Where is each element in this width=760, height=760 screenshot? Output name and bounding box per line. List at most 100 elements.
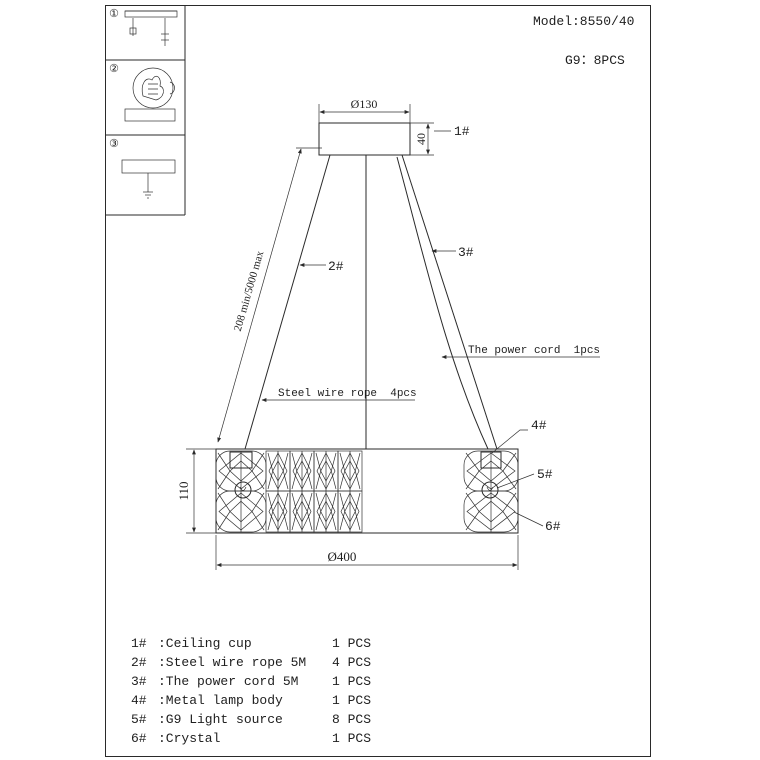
part-id: 1# (131, 636, 147, 651)
crystal-cell (313, 490, 339, 533)
lamp-holder-right (480, 451, 502, 469)
parts-row: 3# :The power cord 5M 1 PCS (131, 674, 371, 689)
part-qty: 1 PCS (332, 731, 371, 746)
body-diameter-label: Ø400 (328, 549, 357, 564)
screw-icon (129, 18, 137, 36)
part-name: :Metal lamp body (158, 693, 283, 708)
steel-wire-right (401, 154, 498, 450)
steel-wire-annotation: Steel wire rope 4pcs (278, 388, 417, 400)
crystal-lobe (463, 490, 519, 533)
callout-1: 1# (454, 124, 470, 139)
bulb-spec: G9：8PCS (565, 53, 625, 68)
body-height-label: 110 (176, 481, 191, 500)
crystal-facet (267, 451, 289, 491)
hand-icon (141, 75, 164, 101)
callout-6: 6# (545, 519, 561, 534)
parts-list: 1# :Ceiling cup 1 PCS 2# :Steel wire rop… (131, 636, 371, 746)
callout-4-leader (491, 429, 528, 454)
parts-row: 1# :Ceiling cup 1 PCS (131, 636, 371, 651)
rotate-arrow-icon (169, 81, 175, 95)
crystal-facet (339, 451, 361, 491)
part-name: :Crystal (158, 731, 221, 746)
crystal-lobe (463, 450, 519, 492)
parts-row: 5# :G9 Light source 8 PCS (131, 712, 371, 727)
sheet-frame (105, 5, 651, 757)
install-step-3: ③ (109, 137, 176, 199)
cup-height-label: 40 (414, 133, 428, 145)
bulb-filament (486, 486, 494, 491)
crystal-lobe (215, 450, 267, 492)
crystal-cell (289, 450, 315, 492)
parts-row: 6# :Crystal 1 PCS (131, 731, 371, 746)
crystal-cell (313, 450, 339, 492)
part-name: :G9 Light source (158, 712, 283, 727)
callout-4: 4# (531, 418, 547, 433)
cup-diameter-dimension: Ø130 (318, 97, 411, 123)
part-id: 6# (131, 731, 147, 746)
hang-length-label: 208 min/5000 max (232, 249, 267, 333)
crystal-facet (217, 491, 265, 532)
screw-icon (161, 18, 169, 46)
part-qty: 4 PCS (332, 655, 371, 670)
part-name: :The power cord 5M (158, 674, 298, 689)
ceiling-cup (318, 122, 411, 156)
cup-height-dimension: 40 (410, 122, 434, 156)
crystal-cell (265, 490, 291, 533)
crystal-cell (265, 450, 291, 492)
part-id: 3# (131, 674, 147, 689)
crystal-cell (337, 490, 363, 533)
install-step-2: ② (109, 62, 176, 122)
ceiling-cup-icon (121, 159, 176, 174)
crystal-facet (291, 451, 313, 491)
crystal-facet (267, 491, 289, 532)
step-number: ② (109, 62, 119, 75)
crystal-facet (465, 491, 517, 532)
parts-row: 2# :Steel wire rope 5M 4 PCS (131, 655, 371, 670)
crystal-facet (465, 451, 517, 491)
bulb-filament (239, 486, 247, 491)
part-id: 5# (131, 712, 147, 727)
g9-bulb-icon (234, 481, 252, 499)
callout-3: 3# (458, 245, 474, 260)
g9-bulb-icon (481, 481, 499, 499)
crystal-lobe (215, 490, 267, 533)
step-number: ① (109, 7, 119, 20)
crystal-facet (315, 451, 337, 491)
parts-row: 4# :Metal lamp body 1 PCS (131, 693, 371, 708)
part-id: 4# (131, 693, 147, 708)
ceiling-plate-icon (124, 10, 178, 18)
install-step-1: ① (109, 7, 178, 46)
part-qty: 1 PCS (332, 674, 371, 689)
crystal-facet (217, 451, 265, 491)
step-number: ③ (109, 137, 119, 150)
crystal-facet (315, 491, 337, 532)
hand-detail (148, 83, 158, 95)
callout-5-leader (496, 473, 535, 489)
callout-5: 5# (537, 467, 553, 482)
body-diameter-dimension: Ø400 (215, 535, 519, 570)
detail-bubble (132, 67, 174, 109)
metal-lamp-body (215, 448, 519, 534)
callout-2: 2# (328, 259, 344, 274)
model-number: Model:8550/40 (533, 14, 634, 29)
crystal-layer (215, 450, 519, 533)
part-id: 2# (131, 655, 147, 670)
part-name: :Steel wire rope 5M (158, 655, 306, 670)
crystal-facet (339, 491, 361, 532)
lamp-holder-left (229, 451, 253, 469)
installation-steps: ① ② ③ (105, 5, 186, 216)
power-cord-annotation: The power cord 1pcs (468, 345, 600, 357)
part-qty: 8 PCS (332, 712, 371, 727)
cup-diameter-label: Ø130 (351, 97, 378, 111)
crystal-facet (291, 491, 313, 532)
part-name: :Ceiling cup (158, 636, 252, 651)
part-qty: 1 PCS (332, 693, 371, 708)
ground-icon (143, 191, 153, 199)
part-qty: 1 PCS (332, 636, 371, 651)
steel-wire-left (244, 154, 331, 450)
body-height-dimension: 110 (176, 448, 216, 534)
callout-6-leader (513, 511, 544, 527)
ceiling-cup-icon (124, 108, 176, 122)
crystal-cell (289, 490, 315, 533)
power-cord (396, 156, 489, 450)
